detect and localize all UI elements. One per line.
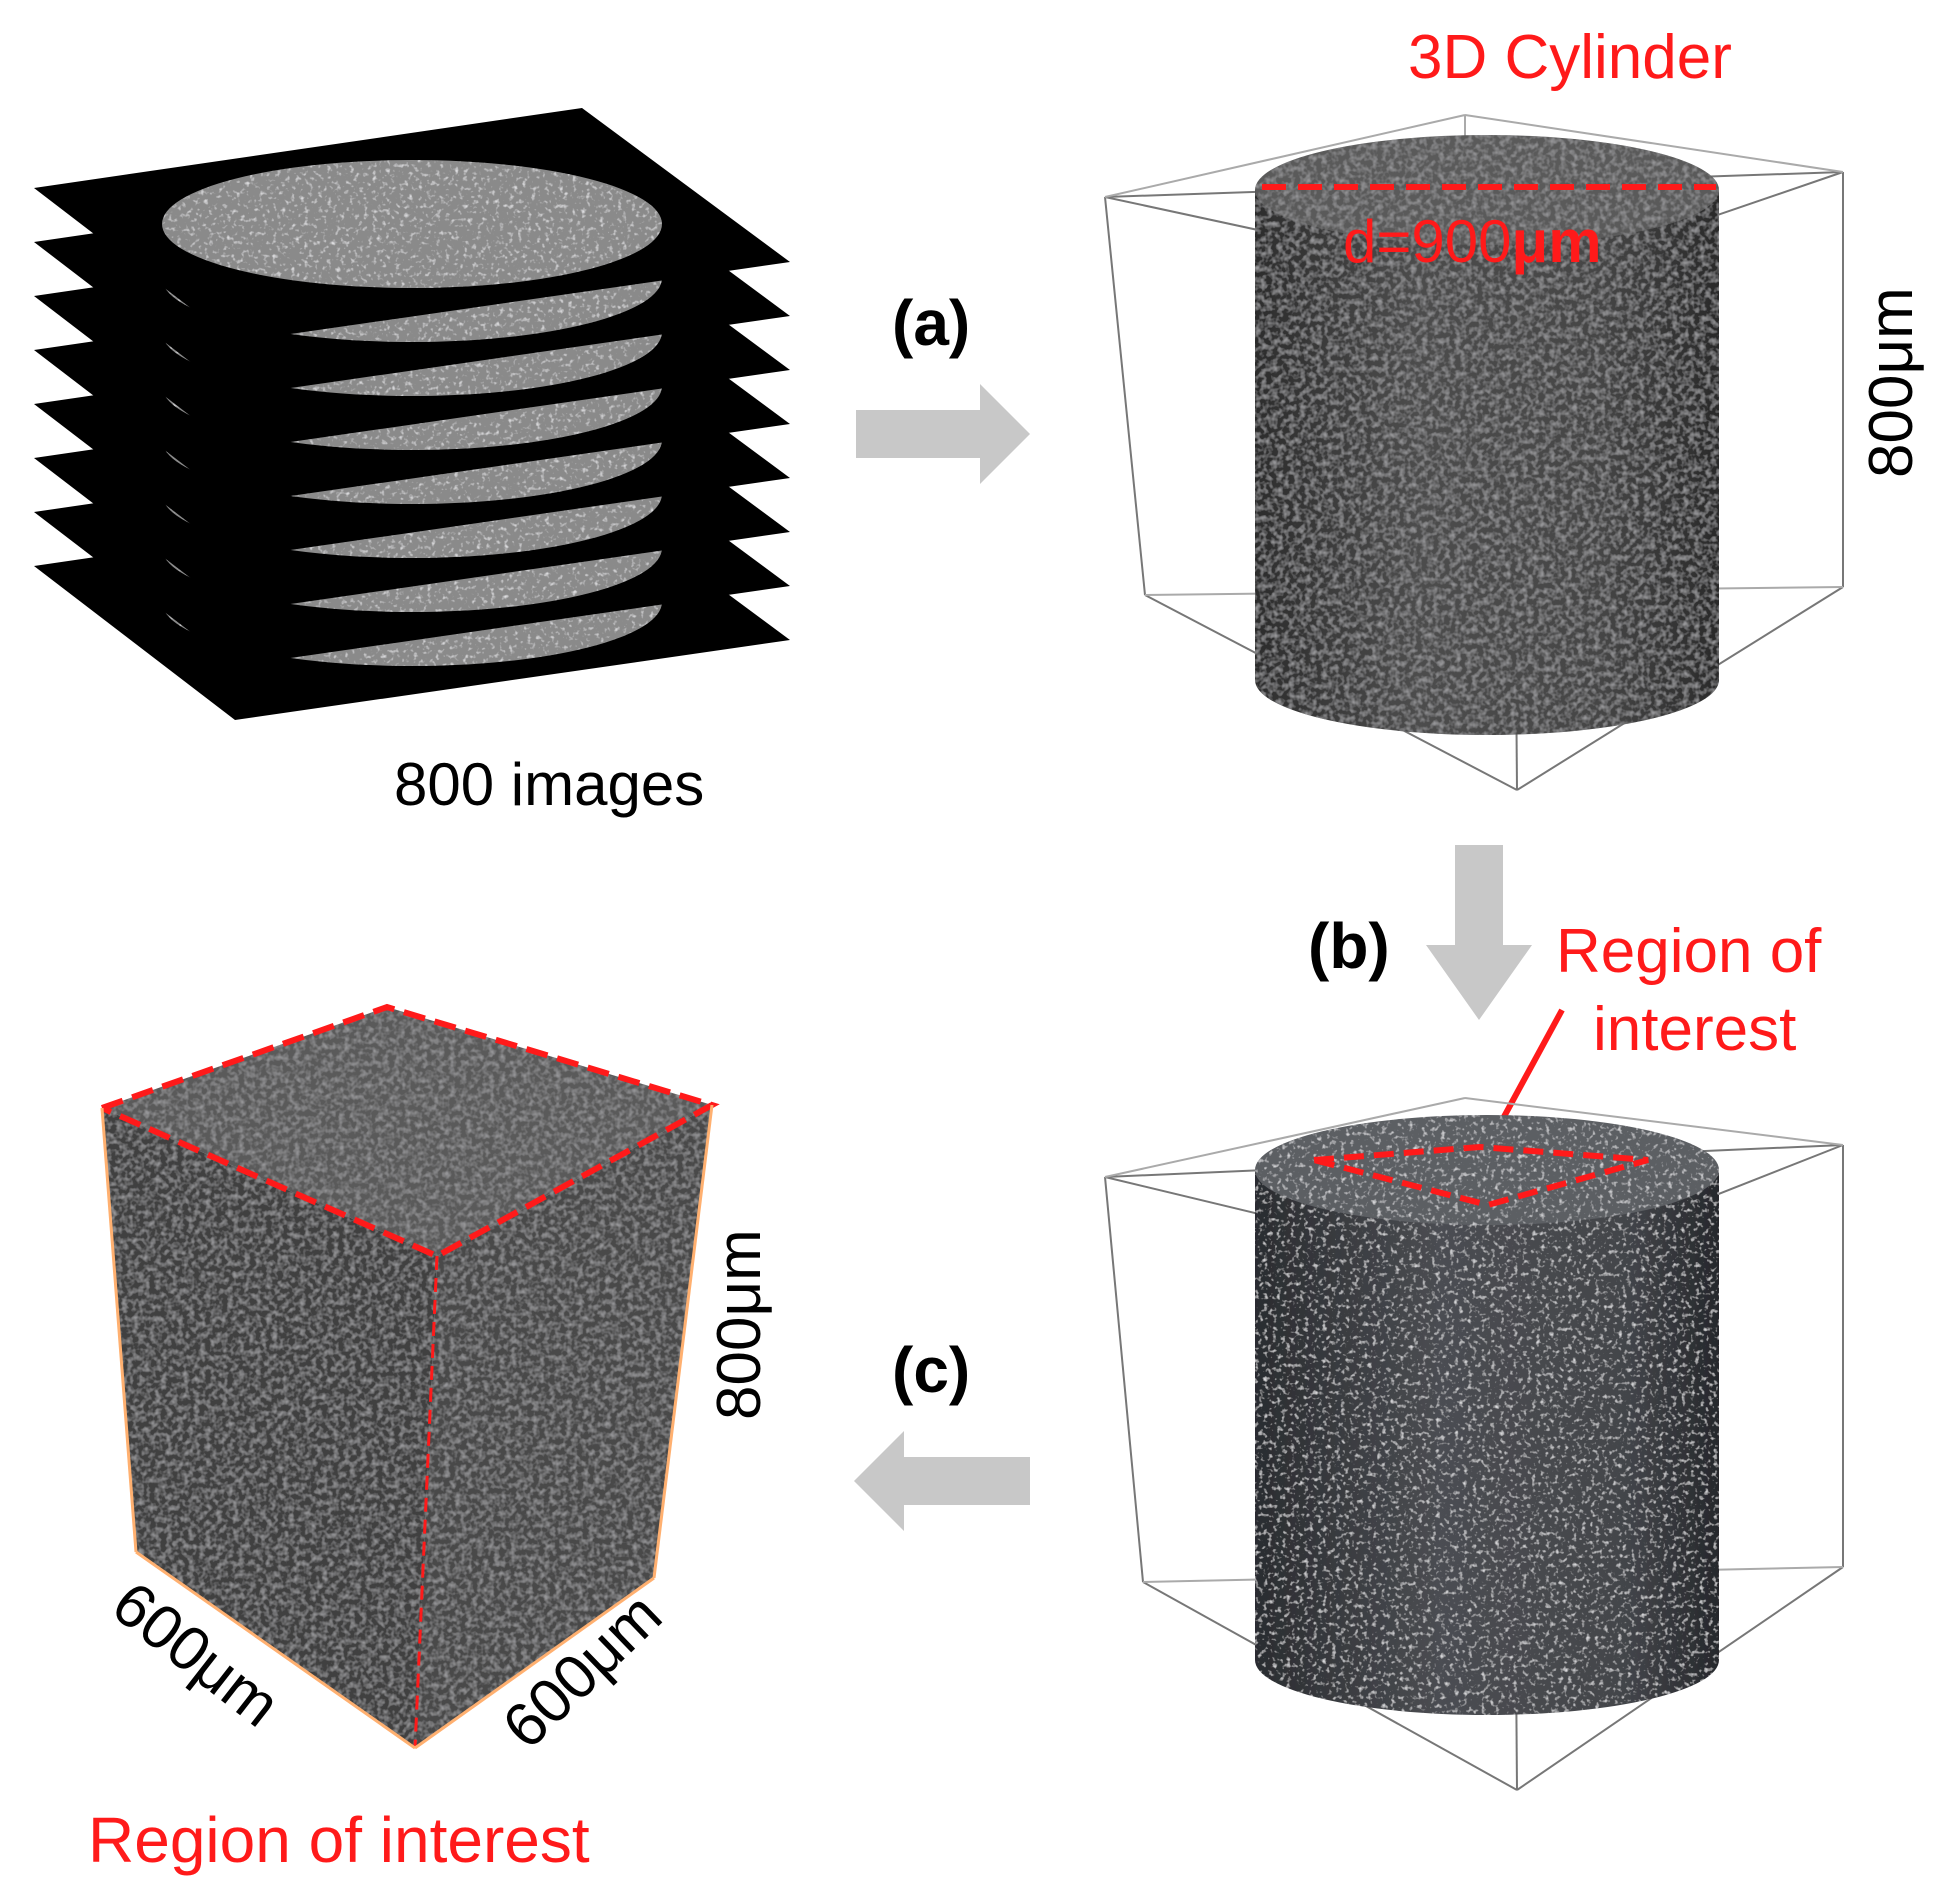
image-slice-stack — [34, 108, 790, 720]
step-b-label: (b) — [1308, 910, 1390, 982]
roi-callout-line2: interest — [1593, 995, 1796, 1064]
cylinder-height-label: 800μm — [1857, 287, 1926, 478]
roi-cube — [100, 1003, 720, 1750]
diameter-label: d=900μm — [1343, 208, 1602, 275]
rock-cylinder-roi — [1255, 1115, 1719, 1715]
slices-caption: 800 images — [394, 751, 704, 818]
arrow-down-icon — [1426, 845, 1532, 1020]
cylinder-title: 3D Cylinder — [1408, 23, 1732, 92]
step-c-label: (c) — [892, 1334, 970, 1406]
roi-dashed-outline — [1313, 1143, 1649, 1209]
slice-disc — [162, 160, 662, 288]
arrow-right-icon — [856, 384, 1030, 484]
arrow-left-icon — [854, 1431, 1030, 1531]
cube-height-label: 800μm — [705, 1229, 774, 1420]
roi-caption: Region of interest — [88, 1804, 590, 1876]
step-a-label: (a) — [892, 287, 970, 359]
roi-callout-line1: Region of — [1556, 917, 1822, 986]
